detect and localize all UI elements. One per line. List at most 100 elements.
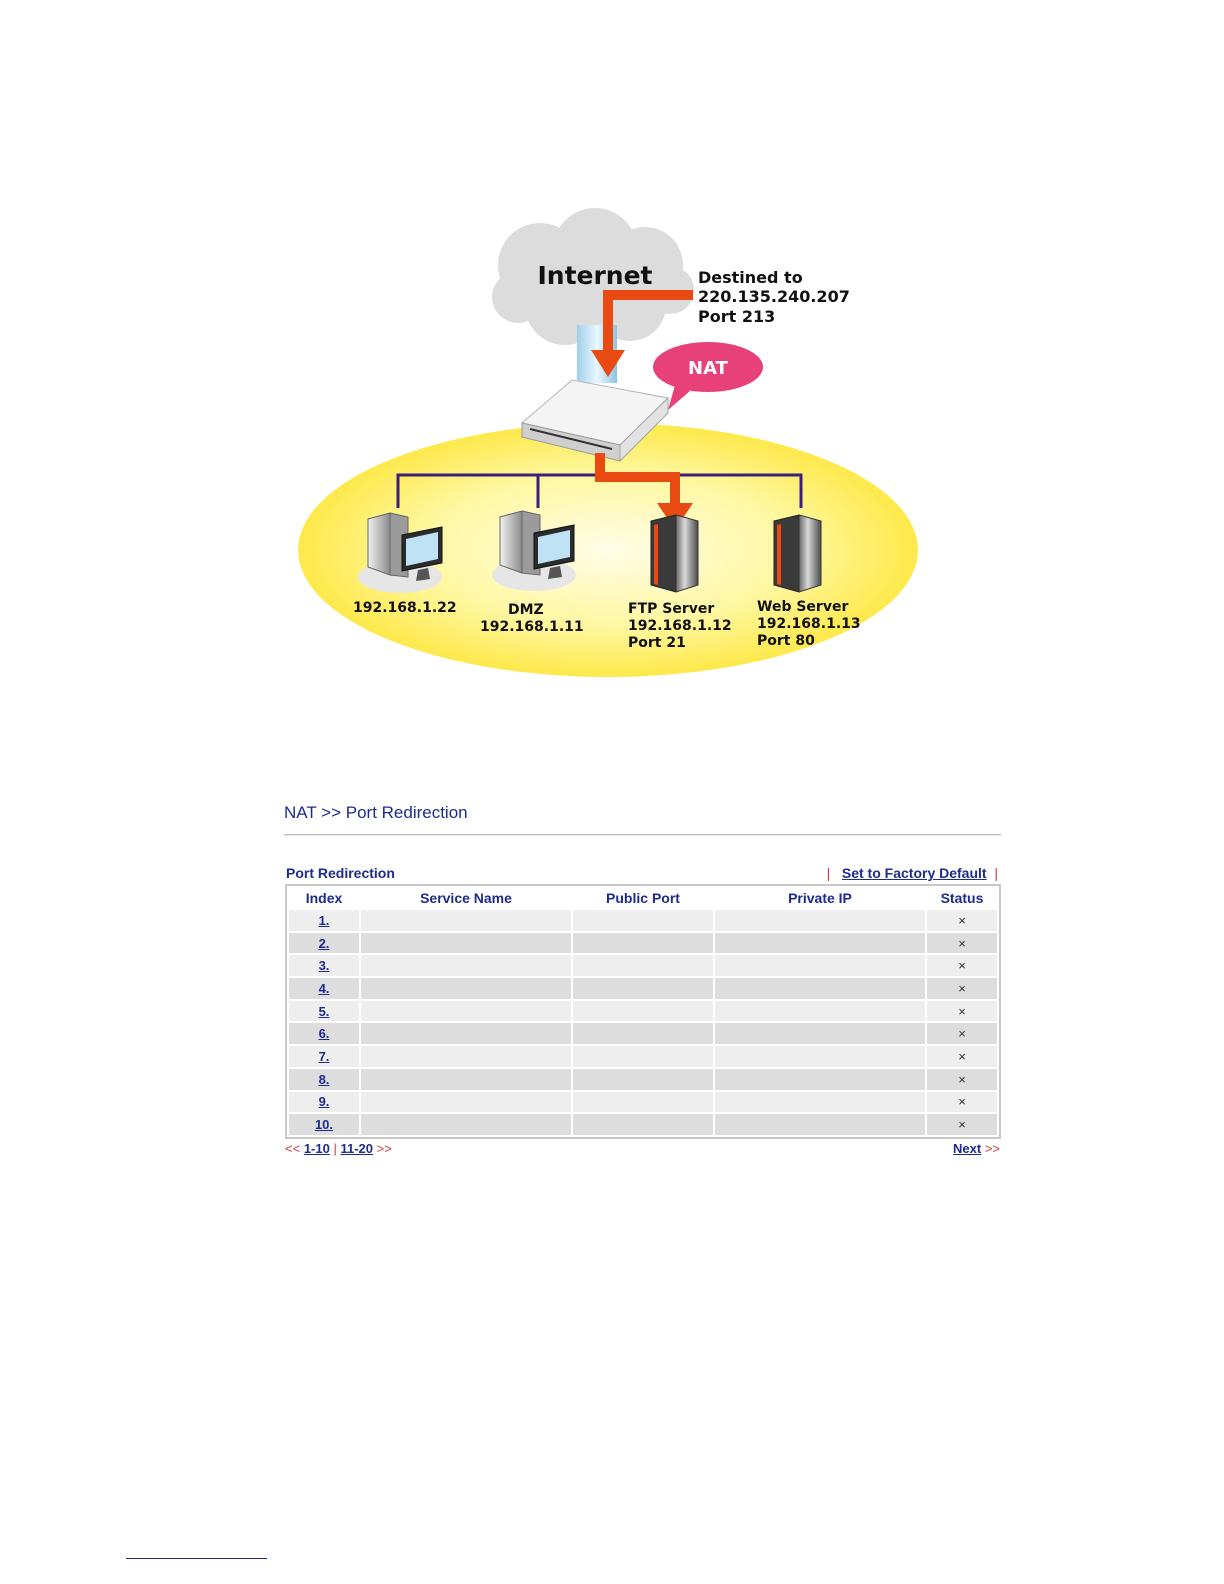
service-name-cell — [361, 932, 571, 954]
destination-line-2: 220.135.240.207 — [698, 287, 850, 306]
status-cell: × — [927, 910, 997, 931]
column-header-public-port: Public Port — [573, 888, 713, 908]
private-ip-cell — [715, 1000, 925, 1022]
next-page: Next >> — [953, 1141, 1000, 1156]
pager: << 1-10 | 11-20 >> — [285, 1141, 392, 1156]
next-arrows-icon: >> — [984, 1141, 1000, 1156]
ftp-server-ip-label: 192.168.1.12 — [628, 618, 732, 634]
dmz-ip-label: 192.168.1.11 — [480, 619, 584, 635]
service-name-cell — [361, 978, 571, 999]
public-port-cell — [573, 1046, 713, 1067]
title-divider — [284, 834, 1001, 836]
table-row: 10. × — [289, 1114, 997, 1135]
lan-ellipse — [298, 423, 918, 677]
cloud-label: Internet — [537, 261, 652, 290]
index-link[interactable]: 4. — [318, 980, 330, 996]
dmz-pc-icon — [492, 510, 576, 591]
index-link[interactable]: 6. — [318, 1026, 330, 1042]
status-cell: × — [927, 1091, 997, 1113]
column-header-status: Status — [927, 888, 997, 908]
web-server-port-label: Port 80 — [757, 633, 815, 649]
index-link[interactable]: 5. — [318, 1003, 330, 1019]
inbound-arrow — [591, 290, 693, 377]
ftp-server-icon — [650, 514, 699, 593]
page-title: NAT >> Port Redirection — [284, 803, 468, 822]
page-link-11-20[interactable]: 11-20 — [340, 1141, 374, 1156]
index-link[interactable]: 10. — [314, 1117, 334, 1133]
destination-line-1: Destined to — [698, 268, 803, 287]
index-link[interactable]: 2. — [318, 935, 330, 951]
column-header-index: Index — [289, 888, 359, 908]
status-cell: × — [927, 955, 997, 977]
private-ip-cell — [715, 910, 925, 931]
public-port-cell — [573, 955, 713, 977]
column-header-private-ip: Private IP — [715, 888, 925, 908]
public-port-cell — [573, 910, 713, 931]
status-cell: × — [927, 1046, 997, 1067]
web-server-icon — [773, 514, 822, 593]
web-server-label: Web Server — [757, 599, 848, 615]
index-link[interactable]: 7. — [318, 1048, 330, 1064]
table-row: 1. × — [289, 910, 997, 931]
status-cell: × — [927, 978, 997, 999]
private-ip-cell — [715, 932, 925, 954]
service-name-cell — [361, 1091, 571, 1113]
pc-icon — [358, 512, 443, 593]
table-header-row: Index Service Name Public Port Private I… — [289, 888, 997, 908]
public-port-cell — [573, 1000, 713, 1022]
index-link[interactable]: 3. — [318, 958, 330, 974]
separator: | — [826, 865, 831, 881]
page-link-1-10[interactable]: 1-10 — [303, 1141, 330, 1156]
status-cell: × — [927, 1000, 997, 1022]
next-arrows: >> — [376, 1141, 392, 1156]
service-name-cell — [361, 1023, 571, 1045]
next-link[interactable]: Next — [953, 1141, 982, 1156]
router-device — [520, 379, 670, 463]
nat-label: NAT — [688, 358, 729, 379]
private-ip-cell — [715, 1046, 925, 1067]
index-link[interactable]: 9. — [318, 1094, 330, 1110]
index-link[interactable]: 8. — [318, 1071, 330, 1087]
table-row: 7. × — [289, 1046, 997, 1067]
table-row: 2. × — [289, 932, 997, 954]
public-port-cell — [573, 1091, 713, 1113]
status-cell: × — [927, 1023, 997, 1045]
private-ip-cell — [715, 978, 925, 999]
status-cell: × — [927, 932, 997, 954]
table-row: 3. × — [289, 955, 997, 977]
network-diagram: Internet Destined to 220.135.240.207 Por… — [298, 208, 918, 677]
service-name-cell — [361, 955, 571, 977]
service-name-cell — [361, 1114, 571, 1135]
service-name-cell — [361, 1000, 571, 1022]
web-server-ip-label: 192.168.1.13 — [757, 616, 861, 632]
public-port-cell — [573, 1023, 713, 1045]
service-name-cell — [361, 910, 571, 931]
host-label-1: 192.168.1.22 — [353, 600, 457, 616]
private-ip-cell — [715, 1091, 925, 1113]
port-redirection-table: Index Service Name Public Port Private I… — [285, 884, 1001, 1139]
ftp-server-label: FTP Server — [628, 601, 714, 617]
set-factory-default-link[interactable]: Set to Factory Default — [841, 865, 987, 881]
private-ip-cell — [715, 1114, 925, 1135]
private-ip-cell — [715, 955, 925, 977]
panel-title: Port Redirection — [286, 865, 395, 881]
column-header-service-name: Service Name — [361, 888, 571, 908]
public-port-cell — [573, 932, 713, 954]
nat-bubble — [653, 342, 763, 410]
factory-default-area: | Set to Factory Default | — [827, 865, 998, 881]
public-port-cell — [573, 978, 713, 999]
public-port-cell — [573, 1114, 713, 1135]
destination-line-3: Port 213 — [698, 307, 775, 326]
public-port-cell — [573, 1068, 713, 1090]
footnote-divider — [126, 1558, 267, 1559]
prev-arrows: << — [285, 1141, 301, 1156]
table-row: 6. × — [289, 1023, 997, 1045]
table-row: 5. × — [289, 1000, 997, 1022]
separator: | — [994, 865, 998, 881]
dmz-label: DMZ — [508, 602, 544, 618]
pager-separator: | — [333, 1141, 337, 1156]
private-ip-cell — [715, 1068, 925, 1090]
table-row: 9. × — [289, 1091, 997, 1113]
service-name-cell — [361, 1068, 571, 1090]
index-link[interactable]: 1. — [318, 912, 330, 928]
